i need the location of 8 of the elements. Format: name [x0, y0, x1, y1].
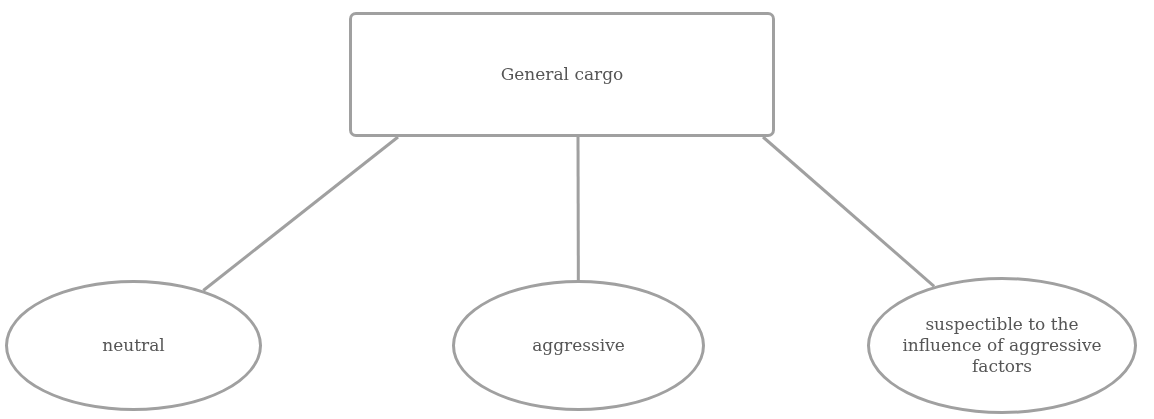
category-box [349, 12, 775, 137]
connector-line [202, 135, 399, 292]
node-label: neutral [102, 334, 165, 357]
connector-line [576, 137, 580, 280]
connector-line [762, 135, 936, 288]
node-label: General cargo [500, 63, 624, 86]
node-label: suspectible to the influence of aggressive factors [901, 313, 1103, 378]
node-label: aggressive [532, 334, 625, 357]
